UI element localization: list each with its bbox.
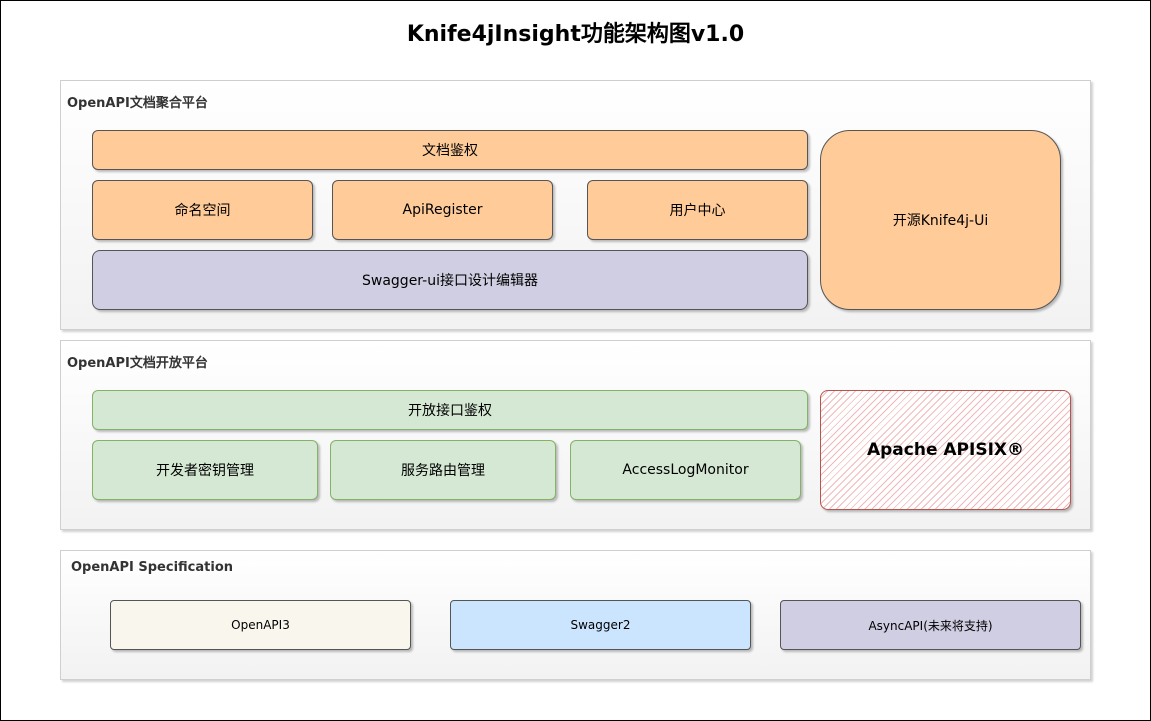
- swagger-editor-box: Swagger-ui接口设计编辑器: [92, 250, 808, 310]
- developer-keys-box: 开发者密钥管理: [92, 440, 318, 500]
- api-register-box: ApiRegister: [332, 180, 553, 240]
- apisix-box: Apache APISIX®: [820, 390, 1071, 510]
- access-log-box: AccessLogMonitor: [570, 440, 801, 500]
- swagger2-box: Swagger2: [450, 600, 751, 650]
- openapi3-box: OpenAPI3: [110, 600, 411, 650]
- open-auth-box: 开放接口鉴权: [92, 390, 808, 430]
- asyncapi-box: AsyncAPI(未来将支持): [780, 600, 1081, 650]
- diagram-title: Knife4jInsight功能架构图v1.0: [406, 22, 745, 47]
- namespace-box: 命名空间: [92, 180, 313, 240]
- user-center-box: 用户中心: [587, 180, 808, 240]
- service-routes-box: 服务路由管理: [330, 440, 556, 500]
- specification-label: OpenAPI Specification: [71, 560, 233, 575]
- open-platform-label: OpenAPI文档开放平台: [67, 356, 208, 371]
- doc-auth-box: 文档鉴权: [92, 130, 808, 170]
- aggregation-platform-label: OpenAPI文档聚合平台: [67, 96, 208, 111]
- knife4j-ui-box: 开源Knife4j-Ui: [820, 130, 1061, 310]
